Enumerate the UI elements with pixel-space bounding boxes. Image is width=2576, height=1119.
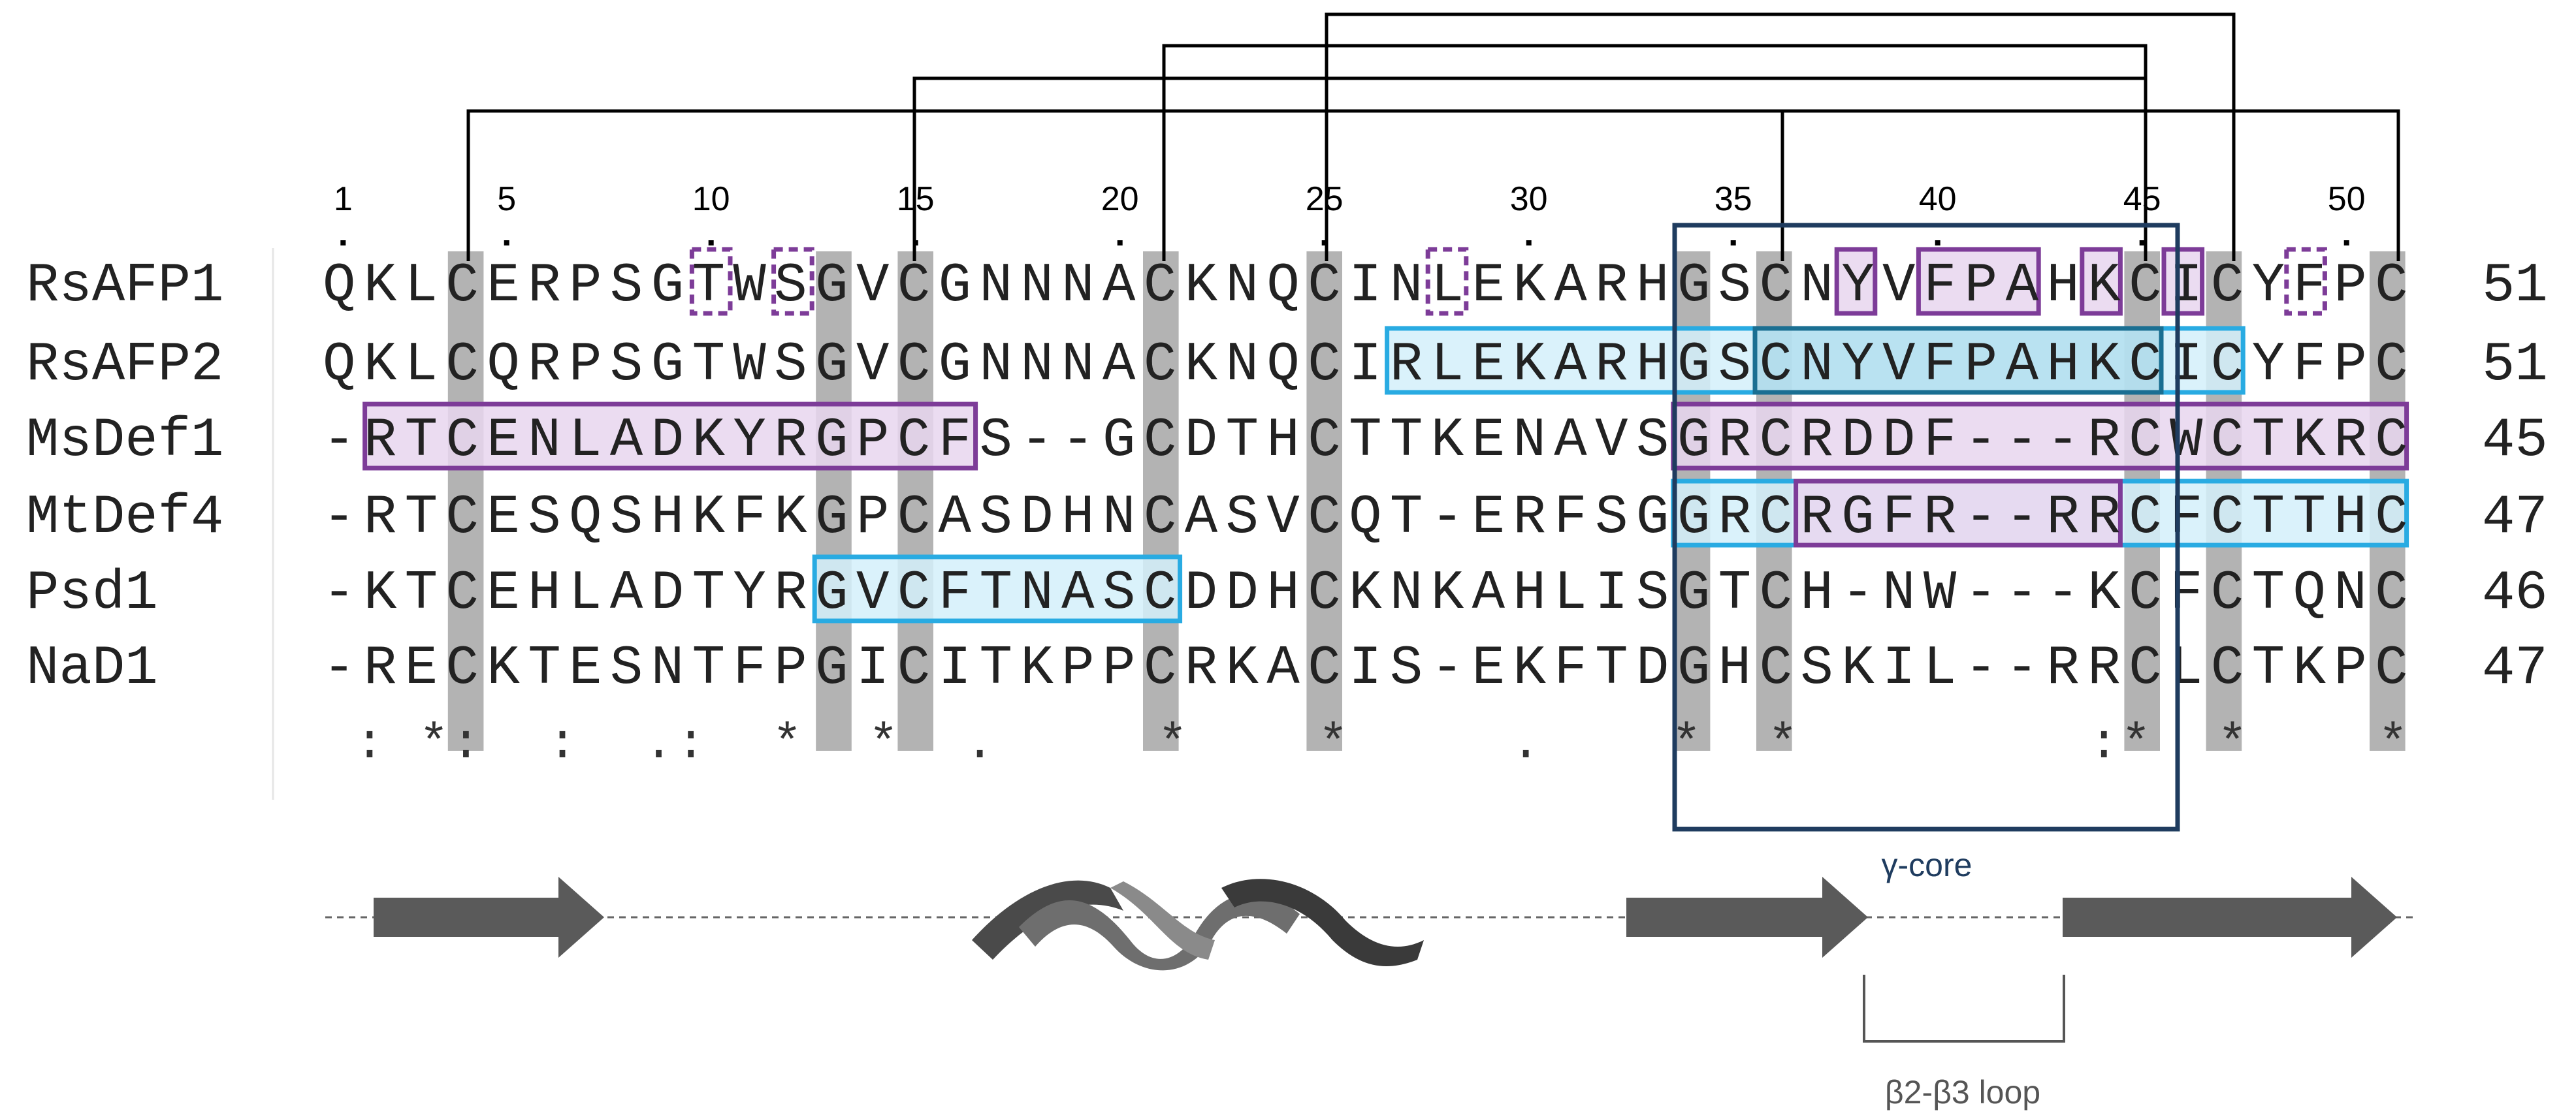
conserved-column-2 — [816, 251, 852, 751]
highlight-boxes — [362, 247, 2409, 623]
position-tick-label: 45 — [2123, 180, 2161, 218]
highlight-box-1 — [689, 247, 733, 316]
sequence-row: -RTCENLADKYRGPCFS--GCDTHCTTKENAVSGRCRDDF… — [323, 410, 2408, 472]
highlight-box-3 — [1425, 247, 1469, 316]
position-tick-dot — [1935, 240, 1940, 245]
disulfide-bond-outer — [466, 109, 2400, 261]
sequence-name: MsDef1 — [26, 410, 223, 472]
position-tick-dot — [2343, 240, 2349, 245]
highlight-box-2 — [771, 247, 814, 316]
loop-bracket — [1863, 975, 2065, 1043]
position-tick-label: 1 — [334, 180, 353, 218]
position-tick-label: 30 — [1510, 180, 1548, 218]
sequence-name: RsAFP1 — [26, 255, 223, 317]
sequence-length: 47 — [2482, 487, 2548, 549]
disulfide-bond-4 — [1325, 12, 2236, 261]
position-tick-label: 15 — [897, 180, 935, 218]
position-tick-dot — [1117, 240, 1123, 245]
sequence-length: 51 — [2482, 334, 2548, 396]
highlight-box-8 — [2284, 247, 2327, 316]
position-tick-dot — [2139, 240, 2145, 245]
highlight-box-6 — [2080, 247, 2123, 316]
sequence-length: 47 — [2482, 638, 2548, 700]
position-tick-label: 5 — [497, 180, 516, 218]
position-tick-label: 50 — [2328, 180, 2366, 218]
sequence-length: 45 — [2482, 410, 2548, 472]
disulfide-bond-2 — [912, 76, 2148, 261]
disulfide-bond-5 — [1162, 44, 2148, 261]
position-tick-dot — [708, 240, 714, 245]
position-tick-label: 20 — [1101, 180, 1139, 218]
disulfide-bonds — [466, 12, 2400, 261]
position-tick-dot — [340, 240, 346, 245]
secondary-structure: β2-β3 loop — [325, 877, 2417, 1111]
position-tick-label: 25 — [1306, 180, 1344, 218]
conserved-column-4 — [1143, 251, 1179, 751]
highlight-box-4 — [1834, 247, 1878, 316]
position-tick-dot — [1730, 240, 1736, 245]
position-tick-dot — [1526, 240, 1532, 245]
sequence-row: -RECKTESNTFPGICITKPPCRKACIS-EKFTDGHCSKIL… — [323, 638, 2408, 700]
position-tick-dot — [912, 240, 918, 245]
sequence-row: QKLCERPSGTWSGVCGNNNACKNQCINLEKARHGSCNYVF… — [323, 255, 2408, 317]
sequence-row: QKLCQRPSGTWSGVCGNNNACKNQCIRLEKARHGSCNYVF… — [323, 334, 2408, 396]
sequence-name: NaD1 — [26, 638, 158, 700]
conserved-column-5 — [1306, 251, 1342, 751]
position-tick-label: 40 — [1919, 180, 1957, 218]
beta-strand-3-arrow — [2063, 877, 2397, 958]
conserved-column-3 — [897, 251, 933, 751]
sequence-length: 51 — [2482, 255, 2548, 317]
sequence-rows: QKLCERPSGTWSGVCGNNNACKNQCINLEKARHGSCNYVF… — [323, 255, 2408, 700]
position-tick-dot — [504, 240, 509, 245]
alpha-helix — [972, 879, 1424, 971]
sequence-lengths: 51 51 45 47 46 47 — [2482, 255, 2548, 700]
highlight-box-14 — [1794, 479, 2123, 548]
position-tick-label: 35 — [1715, 180, 1752, 218]
highlight-box-5 — [1916, 247, 2041, 316]
highlight-box-7 — [2161, 247, 2205, 316]
conserved-column-1 — [447, 251, 484, 751]
loop-label: β2-β3 loop — [1885, 1074, 2040, 1111]
position-tick-label: 10 — [692, 180, 730, 218]
sequence-name: Psd1 — [26, 563, 158, 625]
highlight-box-12 — [1671, 402, 2409, 471]
sequence-row: -KTCEHLADTYRGVCFTNASCDDHCKNKAHLISGTCH-NW… — [323, 563, 2408, 625]
gamma-core-label: γ-core — [1882, 847, 1972, 883]
highlight-box-10 — [1752, 326, 2164, 395]
sequence-row: -RTCESQSHKFKGPCASDHNCASVCQT-ERFSGGRCRGFR… — [323, 487, 2408, 549]
highlight-box-15 — [812, 554, 1183, 623]
consensus-line: : *: : .: * * . * * . * * :* * * — [323, 716, 2408, 772]
beta-strand-2-arrow — [1626, 877, 1868, 958]
position-tick-dot — [1321, 240, 1327, 245]
beta-strand-1-arrow — [374, 877, 604, 958]
sequence-name: RsAFP2 — [26, 334, 223, 396]
gamma-core-box — [1672, 223, 2180, 832]
highlight-box-11 — [362, 402, 978, 471]
sequence-name: MtDef4 — [26, 487, 223, 549]
sequence-length: 46 — [2482, 563, 2548, 625]
